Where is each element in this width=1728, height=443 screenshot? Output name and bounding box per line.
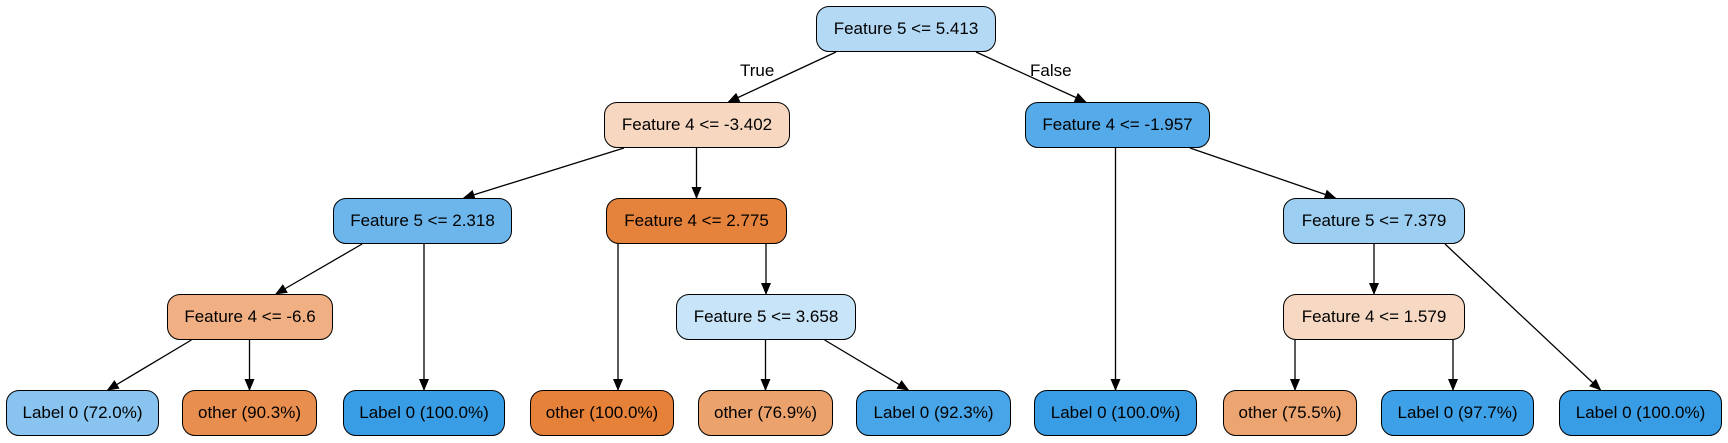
node-left-right-right-split: Feature 5 <= 3.658 xyxy=(676,294,856,340)
leaf-node: other (90.3%) xyxy=(182,390,317,436)
edge-arrow xyxy=(727,51,837,103)
edge-arrow xyxy=(275,243,363,295)
leaf-node: Label 0 (100.0%) xyxy=(343,390,505,436)
node-root-split: Feature 5 <= 5.413 xyxy=(816,6,996,52)
edge-arrow xyxy=(462,147,625,200)
node-right-right-split: Feature 5 <= 7.379 xyxy=(1283,198,1465,244)
edge-arrow xyxy=(975,51,1087,103)
node-left-left-left-split: Feature 4 <= -6.6 xyxy=(167,294,333,340)
leaf-node: Label 0 (100.0%) xyxy=(1559,390,1722,436)
node-left-right-split: Feature 4 <= 2.775 xyxy=(606,198,787,244)
leaf-node: other (75.5%) xyxy=(1223,390,1357,436)
edge-arrow xyxy=(1444,243,1602,391)
leaf-node: other (76.9%) xyxy=(698,390,833,436)
edge-arrow xyxy=(106,339,192,391)
leaf-node: Label 0 (100.0%) xyxy=(1034,390,1197,436)
leaf-node: other (100.0%) xyxy=(530,390,674,436)
node-right-split: Feature 4 <= -1.957 xyxy=(1025,102,1210,148)
node-left-left-split: Feature 5 <= 2.318 xyxy=(333,198,512,244)
edge-arrow xyxy=(1189,147,1337,200)
leaf-node: Label 0 (92.3%) xyxy=(856,390,1011,436)
leaf-node: Label 0 (97.7%) xyxy=(1381,390,1534,436)
node-right-right-left-split: Feature 4 <= 1.579 xyxy=(1283,294,1465,340)
edge-label-false: False xyxy=(1030,61,1072,80)
node-left-split: Feature 4 <= -3.402 xyxy=(604,102,790,148)
leaf-node: Label 0 (72.0%) xyxy=(6,390,159,436)
edge-label-true: True xyxy=(740,61,775,80)
edge-arrow xyxy=(824,339,910,391)
